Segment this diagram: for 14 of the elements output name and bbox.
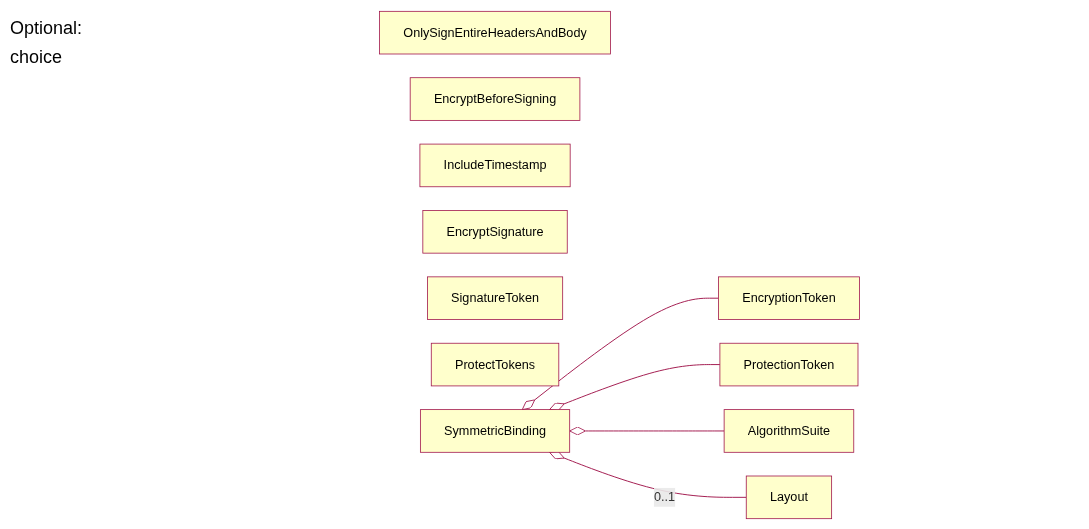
node-box: ProtectTokens: [430, 342, 560, 386]
node-box: EncryptionToken: [718, 275, 860, 320]
note-label: Optional:: [10, 18, 84, 39]
node-box: Layout: [745, 475, 833, 519]
node-box: ProtectionToken: [719, 342, 859, 386]
node-box: AlgorithmSuite: [723, 408, 855, 453]
node-box: IncludeTimestamp: [419, 143, 571, 187]
note-label: choice: [10, 47, 64, 68]
node-box: SymmetricBinding: [420, 408, 571, 453]
node-box: EncryptBeforeSigning: [409, 76, 581, 121]
node-box: EncryptSignature: [422, 209, 568, 254]
edge-label: 0..1: [653, 489, 676, 504]
node-box: OnlySignEntireHeadersAndBody: [379, 10, 611, 54]
node-box: SignatureToken: [427, 275, 564, 320]
